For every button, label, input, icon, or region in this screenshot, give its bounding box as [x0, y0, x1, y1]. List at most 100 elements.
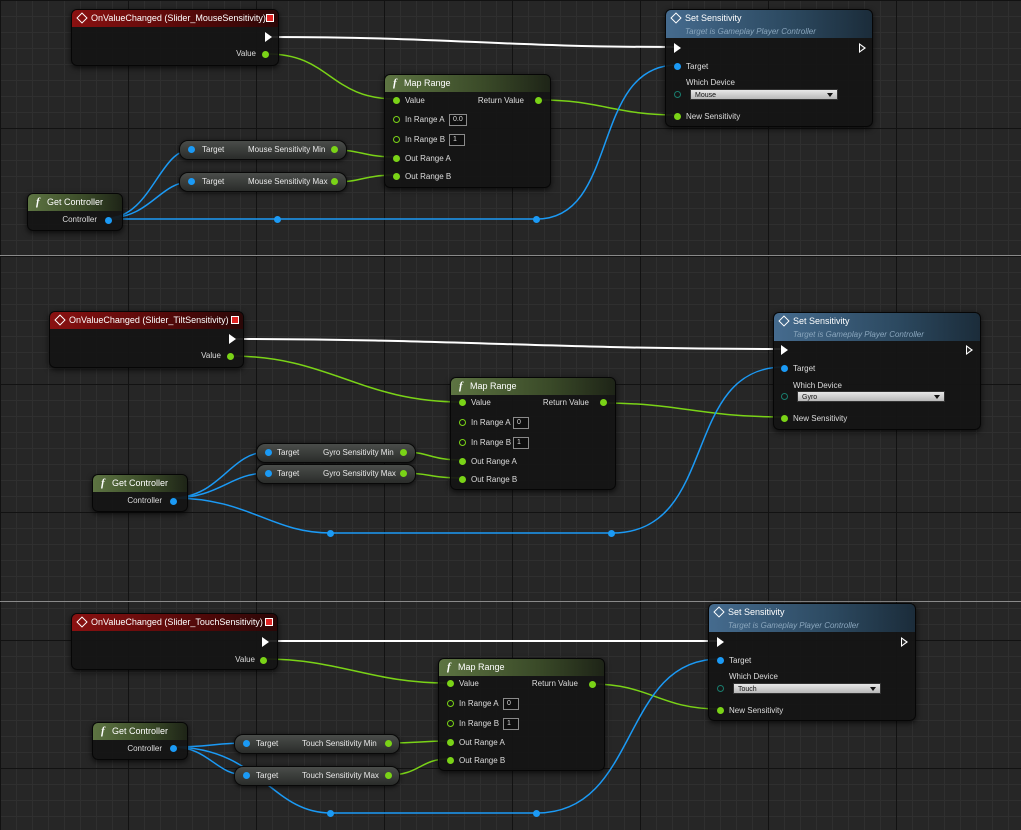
new-sensitivity-pin[interactable]: [674, 113, 681, 120]
which-device-dropdown[interactable]: Gyro: [797, 391, 945, 402]
out-range-b-pin[interactable]: [393, 173, 400, 180]
reroute-knot[interactable]: [274, 216, 281, 223]
exec-in-pin[interactable]: [674, 43, 681, 53]
exec-wire: [269, 36, 677, 48]
reroute-knot[interactable]: [533, 216, 540, 223]
in-range-b-input[interactable]: 1: [513, 437, 529, 449]
get-controller-node-1[interactable]: f Get Controller Controller: [27, 193, 123, 231]
get-controller-node-2[interactable]: f Get Controller Controller: [92, 474, 188, 512]
value-out-pin[interactable]: [331, 146, 338, 153]
gyro-sens-max-getter[interactable]: Target Gyro Sensitivity Max: [256, 464, 416, 484]
in-range-b-pin[interactable]: [393, 136, 400, 143]
which-device-dropdown[interactable]: Mouse: [690, 89, 838, 100]
controller-out-pin[interactable]: [170, 498, 177, 505]
out-range-b-pin[interactable]: [459, 476, 466, 483]
function-diamond-icon: [778, 315, 790, 327]
value-out-pin[interactable]: [227, 353, 234, 360]
exec-in-pin[interactable]: [717, 637, 724, 647]
out-range-b-pin[interactable]: [447, 757, 454, 764]
set-sensitivity-node-1[interactable]: Set Sensitivity Target is Gameplay Playe…: [665, 9, 873, 127]
which-device-dropdown[interactable]: Touch: [733, 683, 881, 694]
delegate-square-icon[interactable]: [231, 316, 239, 324]
event-node-touch[interactable]: OnValueChanged (Slider_TouchSensitivity)…: [71, 613, 278, 670]
variable-name: Mouse Sensitivity Max: [248, 177, 328, 186]
new-sensitivity-pin[interactable]: [717, 707, 724, 714]
controller-out-pin[interactable]: [170, 745, 177, 752]
in-range-a-input[interactable]: 0: [503, 698, 519, 710]
reroute-knot[interactable]: [327, 530, 334, 537]
value-out-pin[interactable]: [262, 51, 269, 58]
gyro-sens-min-getter[interactable]: Target Gyro Sensitivity Min: [256, 443, 416, 463]
value-out-pin[interactable]: [331, 178, 338, 185]
in-range-b-pin[interactable]: [447, 720, 454, 727]
in-range-a-pin[interactable]: [459, 419, 466, 426]
which-device-pin[interactable]: [717, 685, 724, 692]
target-in-pin[interactable]: [188, 146, 195, 153]
which-device-value: Mouse: [695, 92, 717, 99]
in-range-a-pin[interactable]: [447, 700, 454, 707]
target-in-pin[interactable]: [243, 772, 250, 779]
mouse-sens-max-getter[interactable]: Target Mouse Sensitivity Max: [179, 172, 347, 192]
value-in-pin[interactable]: [447, 680, 454, 687]
exec-out-pin[interactable]: [859, 43, 866, 53]
exec-out-pin[interactable]: [262, 637, 269, 647]
exec-in-pin[interactable]: [781, 345, 788, 355]
reroute-knot[interactable]: [608, 530, 615, 537]
which-device-pin[interactable]: [781, 393, 788, 400]
value-in-pin[interactable]: [393, 97, 400, 104]
get-controller-node-3[interactable]: f Get Controller Controller: [92, 722, 188, 760]
reroute-knot[interactable]: [533, 810, 540, 817]
function-title: Get Controller: [112, 726, 169, 736]
delegate-square-icon[interactable]: [266, 14, 274, 22]
out-range-a-pin[interactable]: [393, 155, 400, 162]
value-in-pin[interactable]: [459, 399, 466, 406]
in-range-a-input[interactable]: 0: [513, 417, 529, 429]
target-in-pin[interactable]: [781, 365, 788, 372]
touch-sens-max-getter[interactable]: Target Touch Sensitivity Max: [234, 766, 400, 786]
out-range-a-pin[interactable]: [459, 458, 466, 465]
exec-out-pin[interactable]: [966, 345, 973, 355]
value-out-pin[interactable]: [400, 449, 407, 456]
target-in-pin[interactable]: [243, 740, 250, 747]
set-sensitivity-node-3[interactable]: Set Sensitivity Target is Gameplay Playe…: [708, 603, 916, 721]
new-sensitivity-pin[interactable]: [781, 415, 788, 422]
target-in-pin[interactable]: [674, 63, 681, 70]
map-range-node-3[interactable]: f Map Range Value Return Value In Range …: [438, 658, 605, 771]
in-range-a-input[interactable]: 0.0: [449, 114, 467, 126]
function-title: Map Range: [470, 381, 517, 391]
in-range-b-input[interactable]: 1: [449, 134, 465, 146]
return-value-pin[interactable]: [589, 681, 596, 688]
event-node-mouse[interactable]: OnValueChanged (Slider_MouseSensitivity)…: [71, 9, 279, 66]
which-device-pin[interactable]: [674, 91, 681, 98]
return-value-pin[interactable]: [535, 97, 542, 104]
return-value-pin[interactable]: [600, 399, 607, 406]
value-out-pin[interactable]: [260, 657, 267, 664]
in-range-b-pin[interactable]: [459, 439, 466, 446]
value-out-pin[interactable]: [400, 470, 407, 477]
map-range-node-1[interactable]: f Map Range Value Return Value In Range …: [384, 74, 551, 188]
value-out-pin[interactable]: [385, 740, 392, 747]
in-range-b-input[interactable]: 1: [503, 718, 519, 730]
exec-out-pin[interactable]: [229, 334, 236, 344]
target-label: Target: [256, 739, 279, 748]
variable-name: Touch Sensitivity Min: [302, 739, 377, 748]
map-range-node-2[interactable]: f Map Range Value Return Value In Range …: [450, 377, 616, 490]
in-range-a-pin[interactable]: [393, 116, 400, 123]
mouse-sens-min-getter[interactable]: Target Mouse Sensitivity Min: [179, 140, 347, 160]
target-in-pin[interactable]: [717, 657, 724, 664]
target-in-pin[interactable]: [265, 449, 272, 456]
touch-sens-min-getter[interactable]: Target Touch Sensitivity Min: [234, 734, 400, 754]
value-out-pin[interactable]: [385, 772, 392, 779]
reroute-knot[interactable]: [327, 810, 334, 817]
out-range-a-label: Out Range A: [471, 457, 517, 466]
exec-out-pin[interactable]: [901, 637, 908, 647]
target-in-pin[interactable]: [265, 470, 272, 477]
exec-out-pin[interactable]: [265, 32, 272, 42]
event-node-tilt[interactable]: OnValueChanged (Slider_TiltSensitivity) …: [49, 311, 244, 368]
target-in-pin[interactable]: [188, 178, 195, 185]
target-label: Target: [793, 364, 816, 373]
delegate-square-icon[interactable]: [265, 618, 273, 626]
controller-out-pin[interactable]: [105, 217, 112, 224]
set-sensitivity-node-2[interactable]: Set Sensitivity Target is Gameplay Playe…: [773, 312, 981, 430]
out-range-a-pin[interactable]: [447, 739, 454, 746]
